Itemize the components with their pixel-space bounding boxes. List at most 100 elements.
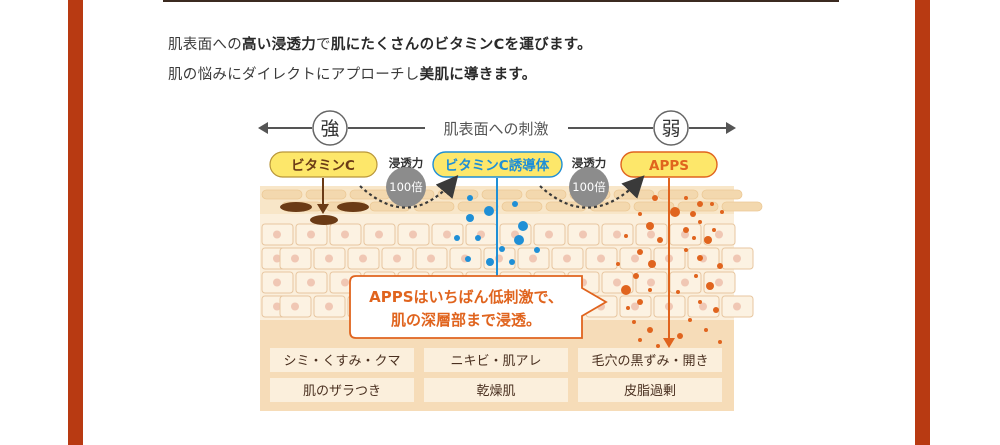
vitc-blob	[337, 202, 369, 212]
concern-label: シミ・くすみ・クマ	[283, 354, 400, 369]
stratum-cell	[413, 201, 455, 212]
cell-nucleus	[375, 230, 383, 239]
concern-cell	[424, 378, 568, 402]
cell-nucleus	[393, 254, 401, 263]
intro-line-2: 肌の悩みにダイレクトにアプローチし美肌に導きます。	[168, 63, 537, 84]
blue-particle	[466, 214, 474, 222]
orange-particle	[626, 306, 630, 310]
cell-nucleus	[597, 254, 605, 263]
cell-nucleus	[341, 230, 349, 239]
scale-arrowhead-right	[726, 122, 736, 134]
orange-particle	[657, 237, 663, 243]
concern-label: 皮脂過剰	[624, 384, 676, 399]
cell-nucleus	[307, 230, 315, 239]
orange-particle	[633, 273, 639, 279]
cell-nucleus	[273, 230, 281, 239]
cell-nucleus	[715, 230, 723, 239]
cell-nucleus	[291, 254, 299, 263]
orange-particle	[704, 328, 708, 332]
orange-particle	[688, 318, 692, 322]
multiplier-label-2: 100倍	[572, 180, 606, 194]
deriv-particles	[454, 195, 540, 266]
cell-nucleus	[647, 230, 655, 239]
cell-nucleus	[341, 278, 349, 287]
cell-nucleus	[443, 230, 451, 239]
cell-nucleus	[359, 254, 367, 263]
concern-cell	[424, 348, 568, 372]
cell-nucleus	[613, 278, 621, 287]
intro-text-bold: 高い浸透力	[242, 37, 316, 53]
orange-particle	[698, 220, 702, 224]
strong-circle	[312, 110, 348, 146]
orange-particle	[656, 344, 660, 348]
blue-particle	[484, 206, 494, 216]
vitc-label: ビタミンC	[291, 158, 355, 174]
callout-line-2: 肌の深層部まで浸透。	[391, 311, 541, 329]
orange-particle	[632, 320, 636, 324]
intro-text: 肌の悩みにダイレクトにアプローチし	[168, 67, 420, 83]
orange-particle	[710, 202, 714, 206]
cell-nucleus	[273, 302, 281, 311]
orange-particle	[638, 338, 642, 342]
blue-particle	[534, 247, 540, 253]
vitc-badge	[269, 151, 378, 178]
weak-label: 弱	[661, 118, 680, 140]
orange-particle	[647, 327, 653, 333]
scale-arrowhead-left	[258, 122, 268, 134]
blue-particle	[475, 235, 481, 241]
stratum-cell	[633, 201, 675, 212]
orange-particle	[698, 300, 702, 304]
penetration-label-2: 浸透力	[572, 156, 607, 170]
penetration-label-1: 浸透力	[389, 156, 424, 170]
cell-nucleus	[529, 254, 537, 263]
orange-particle	[683, 227, 689, 233]
apps-badge	[620, 151, 718, 178]
concern-cell	[578, 378, 722, 402]
intro-text-bold: 美肌に導きます。	[419, 67, 537, 83]
cell-nucleus	[699, 302, 707, 311]
orange-particle	[646, 222, 654, 230]
intro-line-1: 肌表面への高い浸透力で肌にたくさんのビタミンCを運びます。	[168, 33, 592, 54]
cell-nucleus	[409, 230, 417, 239]
apps-particles	[616, 195, 724, 348]
intro-text-bold: 肌にたくさんのビタミンCを運びます。	[330, 37, 592, 53]
cell-nucleus	[681, 278, 689, 287]
orange-particle	[704, 236, 712, 244]
concern-cell	[578, 348, 722, 372]
cell-nucleus	[579, 230, 587, 239]
stratum-cell	[501, 201, 543, 212]
orange-particle	[713, 307, 719, 313]
blue-particle	[514, 235, 524, 245]
cell-nucleus	[545, 230, 553, 239]
blue-particle	[486, 258, 494, 266]
apps-label: APPS	[649, 158, 689, 174]
stratum-cell	[305, 189, 347, 200]
cell-nucleus	[631, 302, 639, 311]
cell-nucleus	[733, 254, 741, 263]
intro-text: 肌表面への	[168, 37, 242, 53]
top-divider	[163, 0, 839, 2]
concerns-grid: シミ・くすみ・クマ ニキビ・肌アレ 毛穴の黒ずみ・開き 肌のザラつき 乾燥肌 皮…	[270, 348, 722, 402]
cell-nucleus	[291, 302, 299, 311]
orange-particle	[692, 236, 696, 240]
multiplier-circle-1	[386, 167, 426, 207]
stratum-cell	[657, 189, 699, 200]
multiplier-circle-2	[569, 167, 609, 207]
orange-particle	[690, 211, 696, 217]
weak-circle	[653, 110, 689, 146]
deriv-badge	[432, 151, 563, 178]
stratum-cell	[613, 189, 655, 200]
orange-particle	[676, 290, 680, 294]
dotted-arrow-2	[539, 175, 645, 209]
strong-label: 強	[320, 118, 339, 140]
left-border-bar	[68, 0, 83, 445]
orange-particle	[706, 282, 714, 290]
orange-particle	[718, 340, 722, 344]
multiplier-label-1: 100倍	[389, 180, 423, 194]
cell-nucleus	[307, 278, 315, 287]
cell-nucleus	[647, 278, 655, 287]
orange-particle	[717, 263, 723, 269]
vitc-blob	[310, 215, 338, 225]
orange-particle	[720, 210, 724, 214]
